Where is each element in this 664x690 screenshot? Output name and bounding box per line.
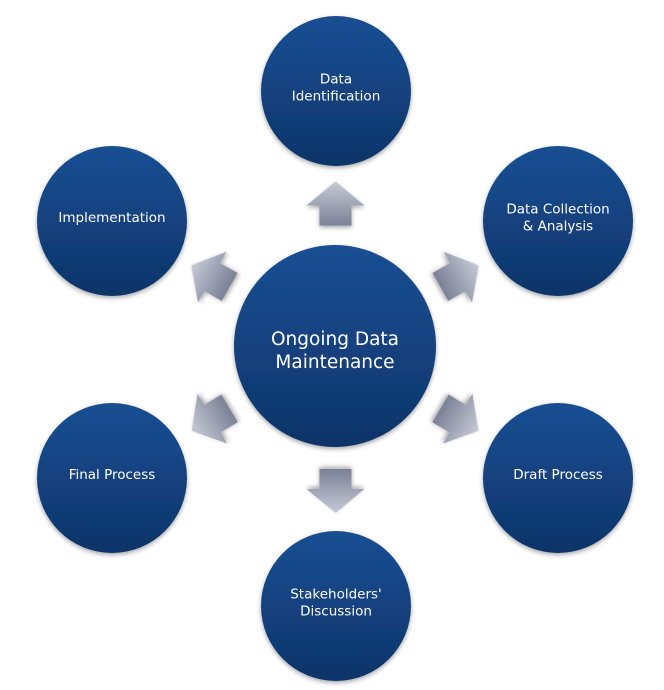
arrow-shape [191, 393, 238, 444]
node-label: Implementation [58, 210, 165, 226]
node-label: Data Collection [506, 201, 609, 217]
arrow-shape [191, 251, 238, 303]
arrow-implementation [191, 251, 238, 303]
node-circle [37, 146, 187, 296]
arrow-shape [306, 181, 365, 226]
center-label: Ongoing Data [271, 329, 399, 350]
arrow-data-collection-analysis [432, 251, 479, 303]
node-circle [483, 403, 633, 553]
arrow-shape [432, 393, 479, 444]
node-circle [483, 146, 633, 296]
node-label: Discussion [300, 603, 372, 619]
arrow-data-identification [306, 181, 365, 226]
node-stakeholders-discussion: Stakeholders'Discussion [261, 531, 411, 681]
center-circle [234, 245, 436, 447]
node-circle [37, 403, 187, 553]
node-label: Identification [292, 88, 381, 104]
node-circle [261, 531, 411, 681]
node-label: Data [320, 71, 352, 87]
node-implementation: Implementation [37, 146, 187, 296]
arrow-final-process [191, 393, 238, 444]
arrow-draft-process [432, 393, 479, 444]
arrows-layer [191, 181, 479, 513]
arrow-shape [432, 251, 479, 303]
center-label: Maintenance [275, 352, 394, 373]
node-final-process: Final Process [37, 403, 187, 553]
node-circle [261, 16, 411, 166]
node-label: Draft Process [513, 467, 603, 483]
node-draft-process: Draft Process [483, 403, 633, 553]
arrow-stakeholders-discussion [306, 468, 365, 513]
arrow-shape [306, 468, 365, 513]
node-label: Final Process [69, 467, 156, 483]
node-label: & Analysis [523, 218, 593, 234]
node-data-collection-analysis: Data Collection& Analysis [483, 146, 633, 296]
node-label: Stakeholders' [290, 586, 382, 602]
